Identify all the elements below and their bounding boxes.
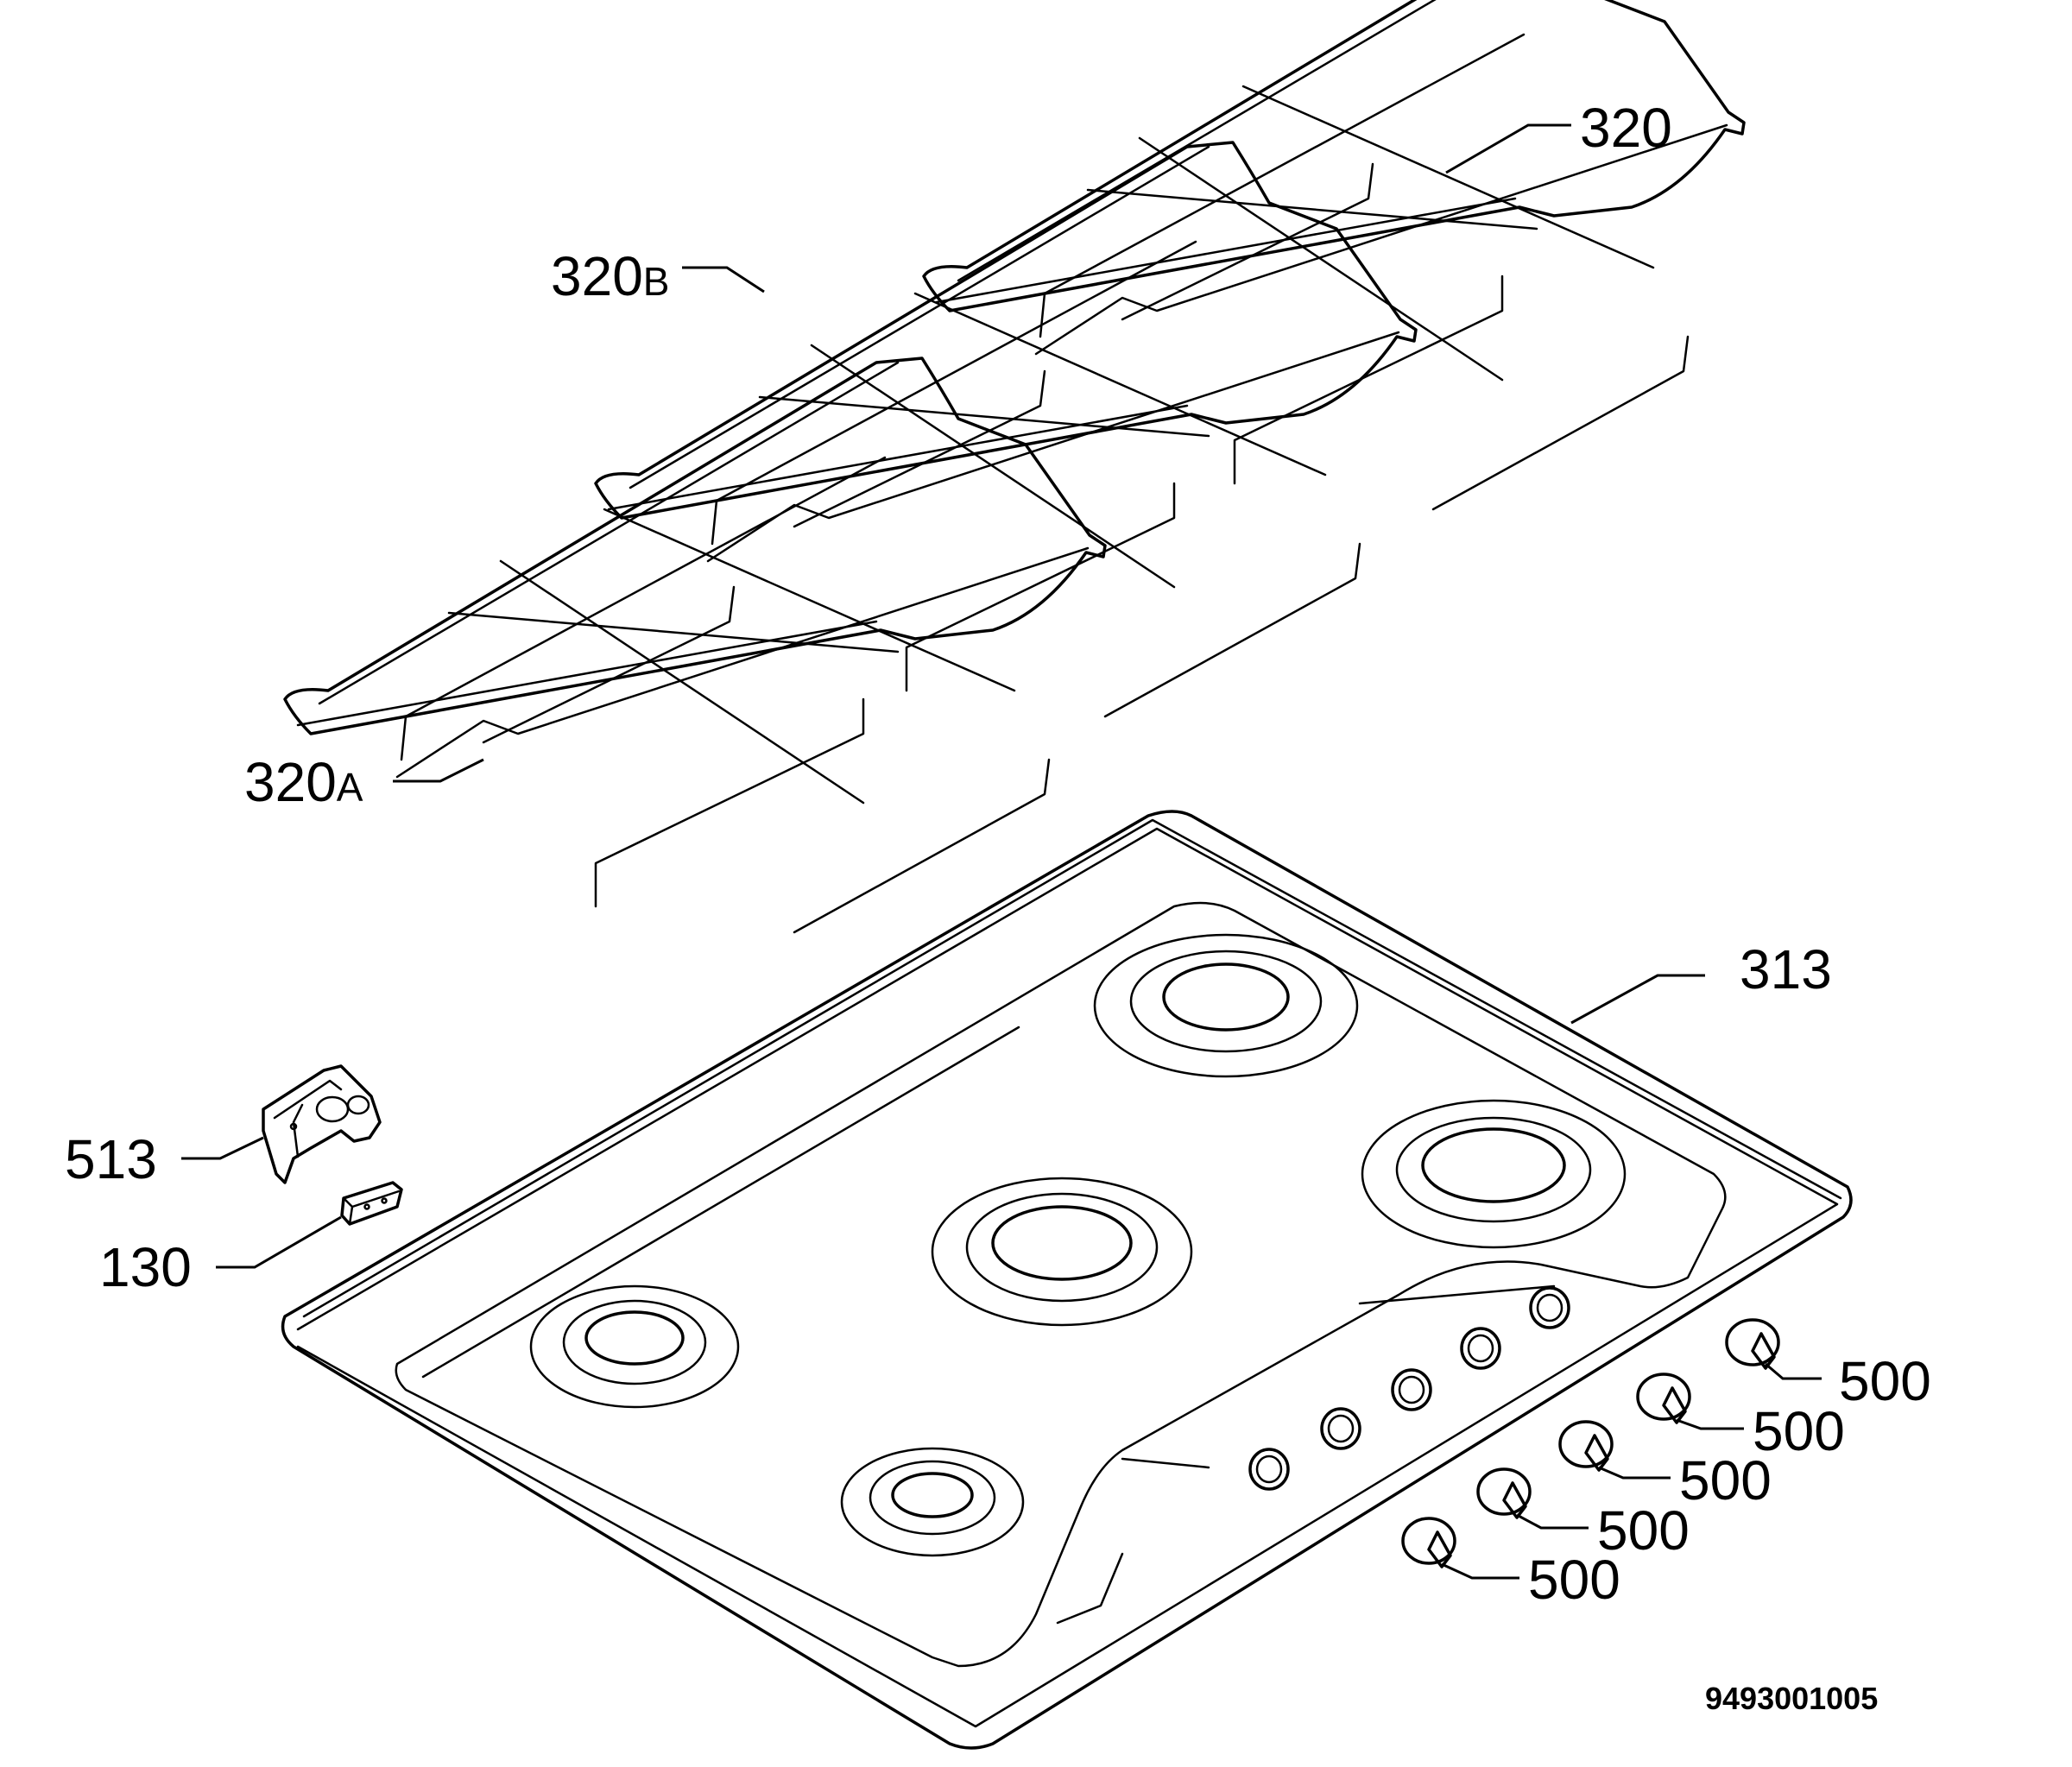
clip-130	[340, 1181, 403, 1226]
label-313: 313	[1740, 938, 1832, 1000]
leader-lines	[181, 123, 1822, 1580]
label-500-4: 500	[1597, 1499, 1690, 1562]
knob-holes	[1248, 1286, 1570, 1491]
knob-2	[1636, 1373, 1691, 1424]
label-500-2: 500	[1753, 1400, 1845, 1462]
bracket-513	[262, 1064, 382, 1184]
label-320b: 320B	[551, 245, 669, 307]
pan-support-320b	[594, 141, 1418, 718]
knob-1	[1725, 1318, 1780, 1370]
label-500-5: 500	[1528, 1549, 1620, 1611]
pan-support-320a	[283, 357, 1107, 934]
label-500-3: 500	[1679, 1449, 1772, 1511]
burner-rear	[1093, 933, 1359, 1078]
burner-right-large	[1361, 1099, 1627, 1249]
knob-3	[1558, 1420, 1614, 1472]
knob-5	[1401, 1517, 1456, 1568]
burner-center	[931, 1177, 1193, 1327]
hob-top-313	[281, 810, 1853, 1750]
label-320: 320	[1580, 97, 1672, 159]
label-130: 130	[99, 1236, 192, 1298]
burner-front	[840, 1447, 1025, 1557]
drawing-number: 9493001005	[1705, 1681, 1878, 1716]
callout-labels: 320 320B 320A 313 513 130 500 500 500 50…	[65, 97, 1931, 1611]
label-500-1: 500	[1839, 1350, 1931, 1412]
burner-left	[529, 1284, 740, 1409]
label-513: 513	[65, 1128, 157, 1190]
pan-support-320	[922, 0, 1746, 511]
label-320a: 320A	[244, 751, 363, 813]
knob-4	[1476, 1467, 1532, 1519]
